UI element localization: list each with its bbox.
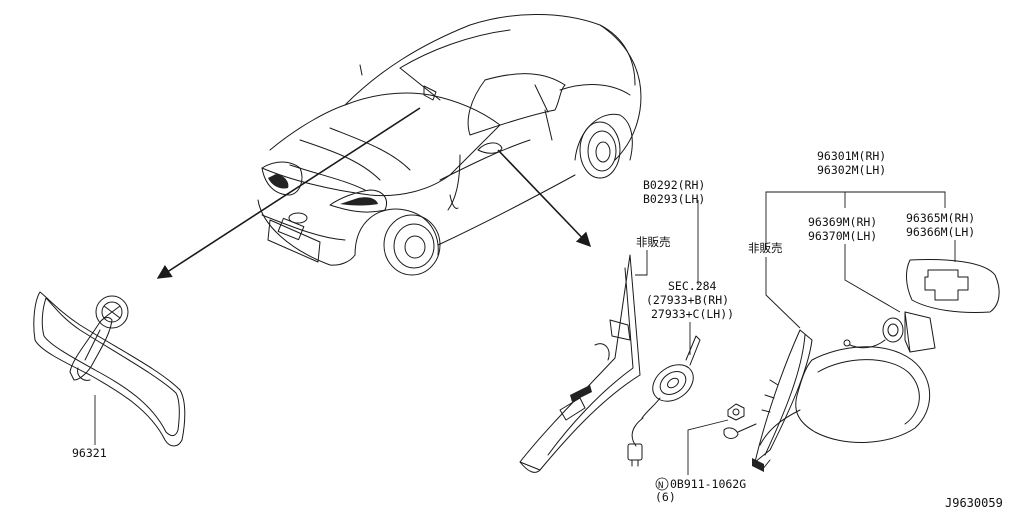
mirror-actuator [843,311,936,353]
sec-284-label: SEC.284 [668,279,717,293]
bolt-symbol-circle [655,477,669,491]
bolt-quantity: (6) [655,490,676,504]
part-number-b0292: B0292(RH) [643,178,705,192]
car-illustration [257,14,642,276]
bolt-part-number: 0B911-1062G [670,477,746,491]
part-number-96366m: 96366M(LH) [906,225,975,239]
leader-not-for-sale-2 [765,257,801,329]
door-mirror-assembly [723,329,931,472]
part-number-96302m: 96302M(LH) [817,163,886,177]
leader-not-for-sale-1 [635,250,648,276]
tweeter-assembly [627,335,701,467]
door-corner-finisher [519,254,641,473]
part-number-27933b: (27933+B(RH) [646,293,729,307]
part-number-96301m: 96301M(RH) [817,149,886,163]
part-number-96365m: 96365M(RH) [906,211,975,225]
not-for-sale-label-1: 非販売 [636,235,671,249]
arrow-to-door-mirror [497,149,591,248]
part-number-96321: 96321 [72,446,107,460]
inside-mirror [33,291,186,447]
part-number-27933c: 27933+C(LH)) [651,307,734,321]
part-number-96370m: 96370M(LH) [808,229,877,243]
arrow-to-inner-mirror [156,107,421,279]
part-number-96369m: 96369M(RH) [808,215,877,229]
diagram-id: J9630059 [945,496,1003,510]
mirror-glass [906,259,1000,313]
leader-bolt [687,419,729,475]
part-number-b0293: B0293(LH) [643,192,705,206]
bolt-symbol: N [658,481,663,491]
leader-96301m-bracket [765,191,946,250]
not-for-sale-label-2: 非販売 [748,241,783,255]
leader-96369m [844,244,901,313]
